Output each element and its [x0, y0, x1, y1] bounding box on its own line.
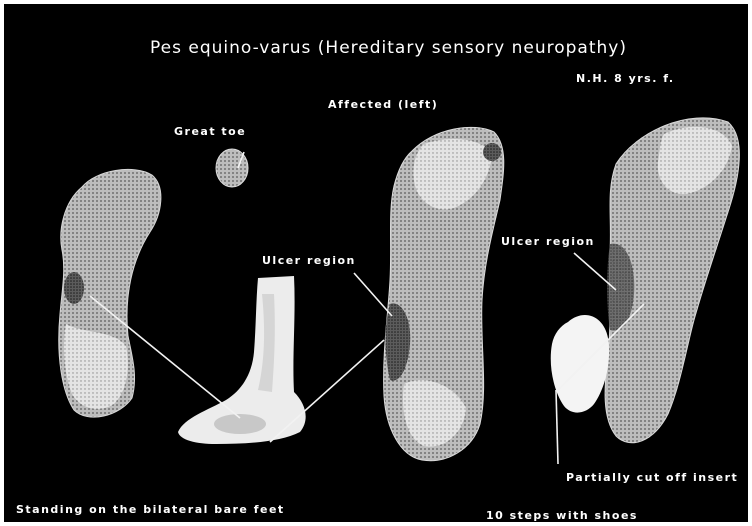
shoes-caption: 10 steps with shoes [486, 509, 638, 522]
figure-panel: Pes equino-varus (Hereditary sensory neu… [4, 4, 748, 522]
left-footprint-ulcer [64, 272, 84, 304]
ulcer-region-label-left: Ulcer region [262, 254, 356, 267]
patient-info: N.H. 8 yrs. f. [576, 72, 675, 85]
great-toe-label: Great toe [174, 125, 246, 138]
affected-label: Affected (left) [328, 98, 438, 111]
insert-shape [551, 315, 609, 413]
bare-feet-caption: Standing on the bilateral bare feet [16, 503, 285, 516]
ulcer-region-label-right: Ulcer region [501, 235, 595, 248]
figure-title: Pes equino-varus (Hereditary sensory neu… [150, 38, 627, 58]
leader-lines [90, 152, 644, 464]
insert-label: Partially cut off insert [566, 471, 738, 484]
